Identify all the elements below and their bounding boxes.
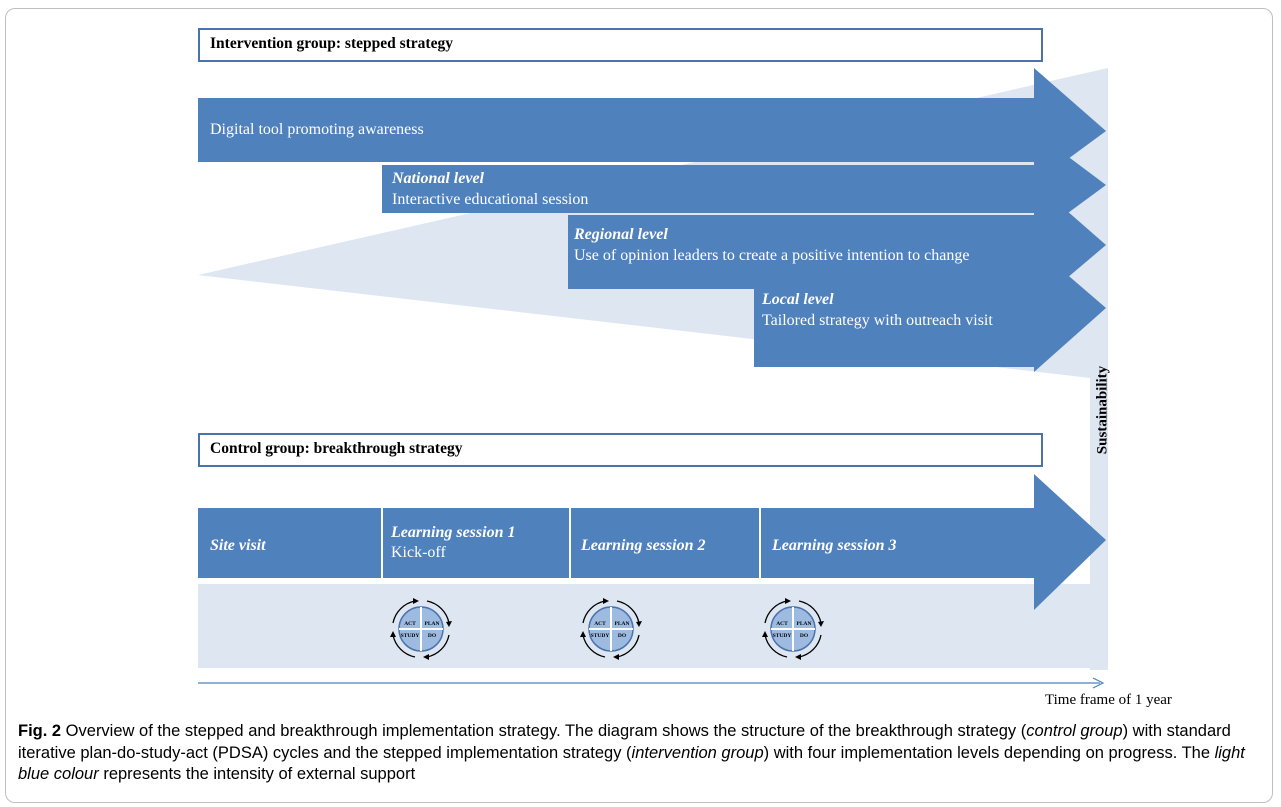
svg-text:DO: DO [800,633,809,639]
learning-session-1-title: Learning session 1 [391,524,516,541]
sustainability-label: Sustainability [1094,365,1111,455]
svg-text:PLAN: PLAN [797,621,812,627]
svg-text:DO: DO [428,633,437,639]
regional-level-text: Use of opinion leaders to create a posit… [574,247,970,264]
pdsa-cycle-icon: ACT PLAN STUDY DO [762,598,824,660]
local-arrow [754,246,1106,372]
figure-frame [5,8,1273,803]
local-level-title: Local level [762,291,834,308]
learning-session-2-title: Learning session 2 [581,537,706,554]
control-header: Control group: breakthrough strategy [198,433,1043,467]
site-visit-label: Site visit [210,537,266,554]
timeframe-label: Time frame of 1 year [1045,692,1172,708]
learning-session-3-title: Learning session 3 [772,537,897,554]
svg-text:ACT: ACT [404,621,416,627]
local-level-text: Tailored strategy with outreach visit [762,312,993,329]
svg-text:DO: DO [618,633,627,639]
svg-text:STUDY: STUDY [591,633,610,639]
regional-arrow [568,182,1106,306]
national-level-text: Interactive educational session [392,191,589,208]
regional-level-title: Regional level [574,226,668,243]
svg-text:PLAN: PLAN [615,621,630,627]
svg-text:STUDY: STUDY [773,633,792,639]
national-arrow [382,131,1106,238]
pdsa-cycle-icon: ACT PLAN STUDY DO [580,598,642,660]
svg-text:ACT: ACT [776,621,788,627]
figure-caption: Fig. 2 Overview of the stepped and break… [18,722,1245,783]
learning-session-1-sub: Kick-off [391,544,446,561]
svg-text:STUDY: STUDY [401,633,420,639]
svg-text:PLAN: PLAN [425,621,440,627]
svg-text:ACT: ACT [594,621,606,627]
figure-label: Fig. 2 [18,722,62,740]
awareness-arrow [198,68,1106,184]
national-level-title: National level [392,170,484,187]
pdsa-cycle-icon: ACT PLAN STUDY DO [390,598,452,660]
intervention-header: Intervention group: stepped strategy [198,28,1043,62]
awareness-label: Digital tool promoting awareness [210,121,424,138]
time-axis-arrowhead [1092,677,1105,689]
control-arrow [198,474,1106,610]
support-bottom-band [198,584,1108,668]
